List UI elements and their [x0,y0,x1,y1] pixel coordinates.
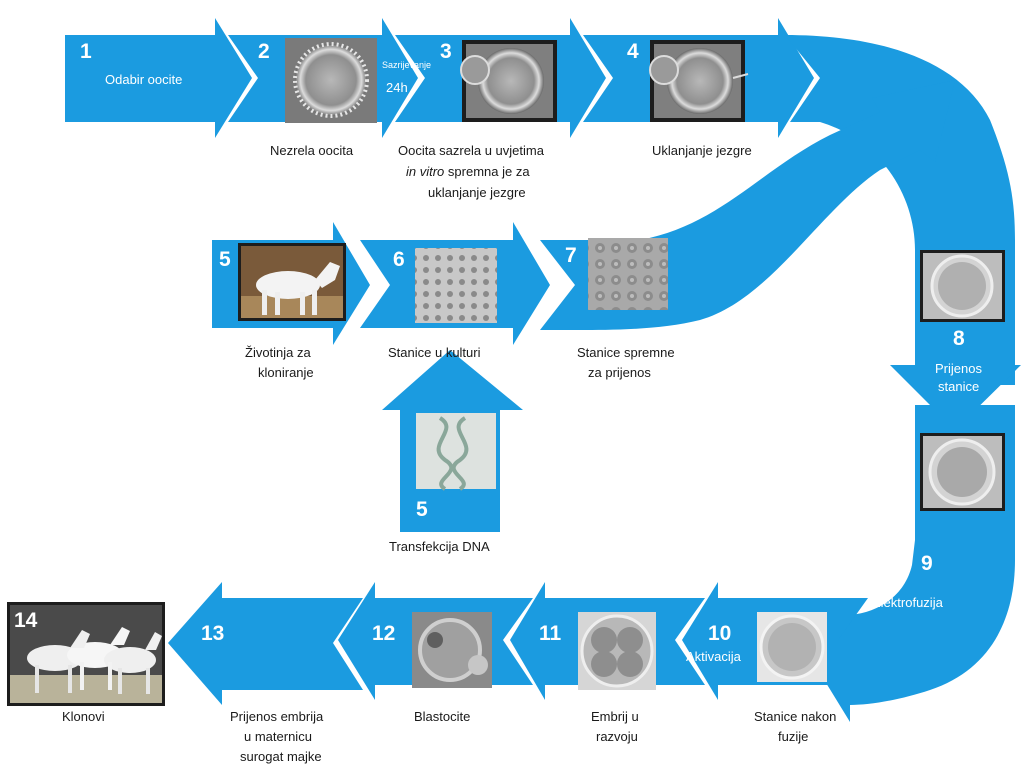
enucleation-image [649,40,749,122]
blastocyst-image [412,612,492,688]
captions: Nezrela oocita Oocita sazrela u uvjetima… [62,143,836,764]
caption-dna-transfection: Transfekcija DNA [389,539,490,554]
fused-cell-image [757,612,827,682]
step-number-2: 2 [258,40,270,63]
arrow-labels: Odabir oocite Sazrijevanje 24h Prijenos … [105,60,982,664]
donor-goat-image [238,243,346,321]
caption-mature-oocyte-2-rest: spremna je za [444,164,530,179]
label-maturation: Sazrijevanje [382,60,431,70]
arrow-step-13 [168,582,363,705]
caption-blastocysts: Blastocite [414,709,470,724]
caption-enucleation: Uklanjanje jezgre [652,143,752,158]
ready-cells-image [588,238,668,310]
caption-ready-cells-2: za prijenos [588,365,651,380]
caption-embryo-transfer-2: u maternicu [244,729,312,744]
caption-fused-cells-1: Stanice nakon [754,709,836,724]
immature-oocyte-image [285,38,377,123]
caption-donor-animal-1: Životinja za [245,345,312,360]
label-oocyte-selection: Odabir oocite [105,72,182,87]
caption-mature-oocyte-2: in vitro spremna je za [406,164,530,179]
caption-fused-cells-2: fuzije [778,729,808,744]
arrow-shapes [65,18,1021,722]
cloned-goats-image [7,602,165,706]
caption-in-vitro: in vitro [406,164,444,179]
caption-cell-culture: Stanice u kulturi [388,345,481,360]
caption-immature-oocyte: Nezrela oocita [270,143,354,158]
step-number-10: 10 [708,622,731,645]
step-number-4: 4 [627,40,639,63]
dna-transfection-image [416,413,496,491]
step-number-8: 8 [953,327,965,350]
caption-embryo-transfer-1: Prijenos embrija [230,709,324,724]
caption-donor-animal-2: kloniranje [258,365,314,380]
label-activation: Aktivacija [686,649,742,664]
step-number-1: 1 [80,40,92,63]
caption-developing-embryo-2: razvoju [596,729,638,744]
caption-developing-embryo-1: Embrij u [591,709,639,724]
step-number-7: 7 [565,244,577,267]
cell-transfer-image [920,250,1005,322]
step-number-12: 12 [372,622,395,645]
caption-embryo-transfer-3: surogat majke [240,749,322,764]
step-number-5b: 5 [416,498,428,521]
step-number-11: 11 [539,622,562,645]
arrow-step-8-head [890,365,1021,430]
electrofusion-image [920,433,1005,511]
label-24h: 24h [386,80,408,95]
step-number-6: 6 [393,248,405,271]
arrow-step-1 [65,18,252,138]
step-numbers: 1 2 3 4 5 6 7 8 5 9 10 11 12 13 14 [14,40,965,645]
step-number-9: 9 [921,552,933,575]
step-number-14: 14 [14,609,38,632]
caption-clones: Klonovi [62,709,105,724]
image-panels [7,38,1005,706]
step-number-13: 13 [201,622,224,645]
caption-mature-oocyte-3: uklanjanje jezgre [428,185,526,200]
label-cell-transfer-1: Prijenos [935,361,982,376]
caption-ready-cells-1: Stanice spremne [577,345,675,360]
step-number-5: 5 [219,248,231,271]
step-number-3: 3 [440,40,452,63]
label-cell-transfer-2: stanice [938,379,979,394]
developing-embryo-image [578,612,656,690]
caption-mature-oocyte-1: Oocita sazrela u uvjetima [398,143,545,158]
mature-oocyte-image [460,40,557,122]
cell-culture-image [415,248,497,323]
label-electrofusion: Elektrofuzija [872,595,944,610]
